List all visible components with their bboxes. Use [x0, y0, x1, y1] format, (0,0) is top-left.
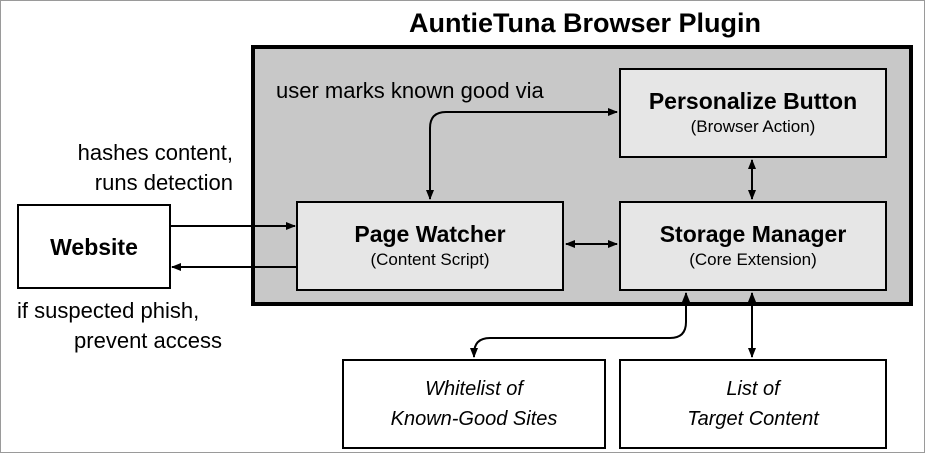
whitelist-line1: Whitelist of: [425, 378, 523, 400]
page-watcher-sub: (Content Script): [370, 250, 490, 269]
storage-manager-box: Storage Manager (Core Extension): [619, 201, 887, 291]
phish-label-line2: prevent access: [74, 328, 222, 353]
personalize-button-sub: (Browser Action): [690, 117, 816, 136]
personalize-button-name: Personalize Button: [648, 88, 858, 114]
target-content-line1: List of: [726, 378, 780, 400]
hashes-label-line2: runs detection: [94, 170, 233, 195]
target-content-box: List of Target Content: [619, 359, 887, 449]
hashes-label-line1: hashes content,: [77, 140, 233, 165]
page-watcher-name: Page Watcher: [354, 221, 506, 247]
whitelist-box: Whitelist of Known-Good Sites: [342, 359, 606, 449]
watcher-button-arrow: [426, 108, 618, 200]
page-watcher-box: Page Watcher (Content Script): [296, 201, 564, 291]
phish-label-line1: if suspected phish,: [17, 298, 200, 323]
website-label: Website: [50, 233, 138, 260]
storage-whitelist-arrow: [470, 292, 690, 358]
storage-manager-name: Storage Manager: [659, 221, 847, 247]
whitelist-line2: Known-Good Sites: [390, 408, 558, 430]
diagram-title: AuntieTuna Browser Plugin: [408, 8, 761, 38]
personalize-button-box: Personalize Button (Browser Action): [619, 68, 887, 158]
website-box: Website: [17, 204, 171, 289]
target-content-line2: Target Content: [687, 408, 819, 430]
user-marks-label: user marks known good via: [276, 78, 544, 103]
storage-manager-sub: (Core Extension): [689, 250, 817, 269]
